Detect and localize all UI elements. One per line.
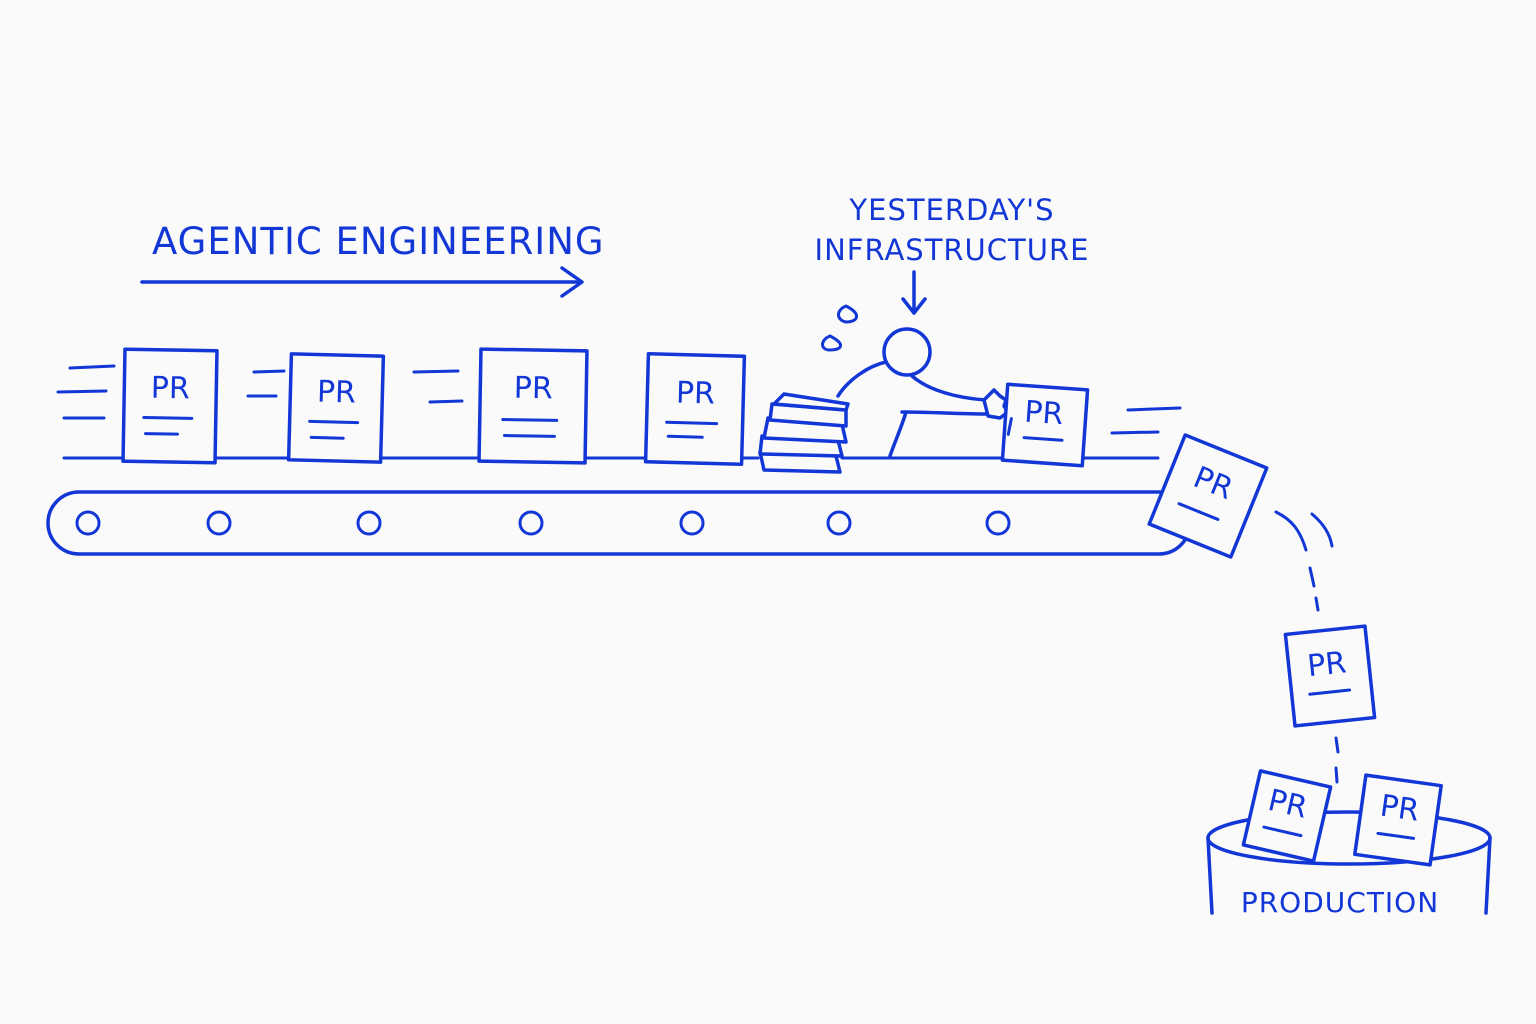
pr-card: PR — [643, 352, 747, 466]
pr-card-held: PR — [1000, 382, 1090, 468]
falling-trail-dashes — [1274, 510, 1340, 784]
sweat-drop-icon — [821, 334, 842, 352]
production-label: PRODUCTION — [1241, 886, 1439, 919]
production-bin: PR PR PRODUCTION — [1206, 769, 1492, 919]
stressed-worker-figure — [821, 304, 1010, 458]
pr-card-in-bin: PR — [1353, 773, 1443, 867]
pr-card-in-bin: PR — [1241, 769, 1333, 863]
belt-roller — [518, 510, 544, 536]
pr-card-label: PR — [1378, 789, 1421, 829]
belt-roller — [206, 510, 232, 536]
belt-roller — [985, 510, 1011, 536]
speed-lines — [56, 364, 1182, 435]
bottleneck-label-line1: YESTERDAY'S — [848, 193, 1054, 227]
pr-card-label: PR — [1306, 645, 1348, 684]
pr-card-label: PR — [514, 371, 554, 407]
hand-icon — [982, 388, 1010, 420]
agentic-engineering-label: AGENTIC ENGINEERING — [152, 220, 605, 263]
belt-roller — [826, 510, 852, 536]
sweat-drop-icon — [837, 304, 858, 324]
pr-card-label: PR — [151, 371, 191, 407]
pr-card: PR — [286, 352, 386, 464]
pr-card: PR — [121, 347, 219, 465]
belt-roller — [356, 510, 382, 536]
belt-roller — [679, 510, 705, 536]
pr-card-label: PR — [1023, 395, 1064, 433]
worker-head — [882, 327, 932, 377]
pointer-arrow-down — [901, 270, 927, 315]
flow-direction-arrow — [140, 266, 584, 298]
belt-roller — [75, 510, 101, 536]
pr-card-falling: PR — [1283, 624, 1377, 728]
conveyor-belt — [46, 490, 1192, 556]
pr-card: PR — [477, 347, 589, 465]
pr-card-label: PR — [675, 376, 715, 412]
pr-card-falling: PR — [1147, 433, 1269, 559]
bottleneck-label-line2: INFRASTRUCTURE — [815, 233, 1090, 267]
pr-card-label: PR — [1265, 783, 1311, 826]
pr-backlog-stack — [758, 392, 850, 474]
pr-card-label: PR — [316, 375, 356, 411]
